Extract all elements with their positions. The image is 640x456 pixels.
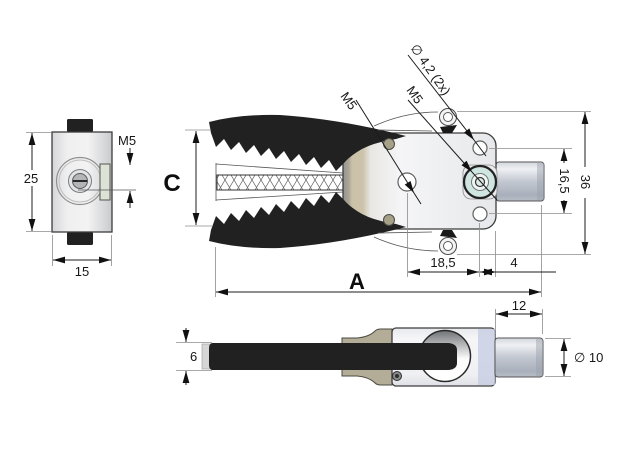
- lower-jaw: [209, 192, 406, 249]
- bottom-lug-shadow: [440, 230, 457, 238]
- dim-side-thread-label: M5: [118, 133, 136, 148]
- spring-pin-top: [383, 138, 395, 150]
- dim-shaft-length: 12: [495, 298, 543, 334]
- leader-pivot-thread-label: M5: [404, 83, 427, 106]
- dim-mount-hole-spacing: 16,5: [489, 148, 575, 214]
- top-lug-hole: [443, 112, 453, 122]
- side-body-edge-band: [478, 329, 495, 385]
- dim-side-thread-m5: M5: [78, 133, 136, 208]
- spring-pin-bottom: [383, 214, 395, 226]
- dim-hole-to-pivot: 18,5: [407, 193, 480, 277]
- bottom-lug: [373, 230, 457, 255]
- dim-jaw-opening-label: C: [163, 170, 180, 197]
- shaft-end-band-side: [536, 339, 543, 376]
- bottom-lug-hole: [443, 241, 453, 251]
- jaw-side-profile: [209, 343, 457, 370]
- upper-jaw: [209, 114, 406, 171]
- dim-mount-hole-spacing-label: 16,5: [557, 168, 572, 193]
- dim-label-mask: [555, 163, 575, 200]
- front-jaw-tip-top: [67, 119, 93, 132]
- leader-pivot-thread: M5: [404, 83, 498, 201]
- front-view: [51, 119, 113, 245]
- dim-width-label: 15: [75, 264, 89, 279]
- top-lug: [373, 108, 457, 133]
- shaft-cylinder: [495, 161, 545, 202]
- top-view: [209, 108, 545, 255]
- dim-width-15: 15: [52, 235, 112, 279]
- dim-label-mask: [576, 167, 596, 198]
- dim-pivot-to-edge: 4: [480, 231, 556, 277]
- dim-shaft-diameter: ∅ 10: [545, 338, 603, 377]
- shaft-end-band: [537, 163, 544, 200]
- front-jaw-tip-bottom: [67, 232, 93, 245]
- dim-shaft-length-label: 12: [512, 298, 526, 313]
- dim-hole-to-pivot-label: 18,5: [430, 255, 455, 270]
- dim-jaw-thickness: 6: [176, 328, 212, 385]
- shaft-cylinder-side: [494, 337, 544, 378]
- dim-overall-length-label: A: [349, 269, 365, 294]
- front-side-nut: [99, 163, 111, 201]
- dim-height-25: 25: [19, 132, 51, 232]
- side-view: [201, 327, 544, 387]
- dim-shaft-diameter-label: ∅ 10: [574, 350, 603, 365]
- set-screw-center: [395, 374, 399, 378]
- mount-hole-bottom: [472, 206, 488, 222]
- top-lug-shadow: [440, 125, 457, 133]
- dim-overall-length-a: A: [215, 205, 542, 297]
- leader-front-thread-label: M5: [338, 89, 361, 112]
- dim-height-label: 25: [24, 171, 38, 186]
- spring-band-crosshatch: [216, 174, 346, 191]
- dim-overall-height-label: 36: [578, 175, 593, 189]
- dim-pivot-to-edge-label: 4: [510, 255, 517, 270]
- dim-jaw-thickness-label: 6: [190, 349, 197, 364]
- dim-jaw-opening-c: C: [163, 129, 213, 227]
- pivot-thread-hole: [474, 176, 486, 188]
- dim-label-mask: [19, 170, 43, 186]
- dim-overall-height: 36: [457, 111, 596, 255]
